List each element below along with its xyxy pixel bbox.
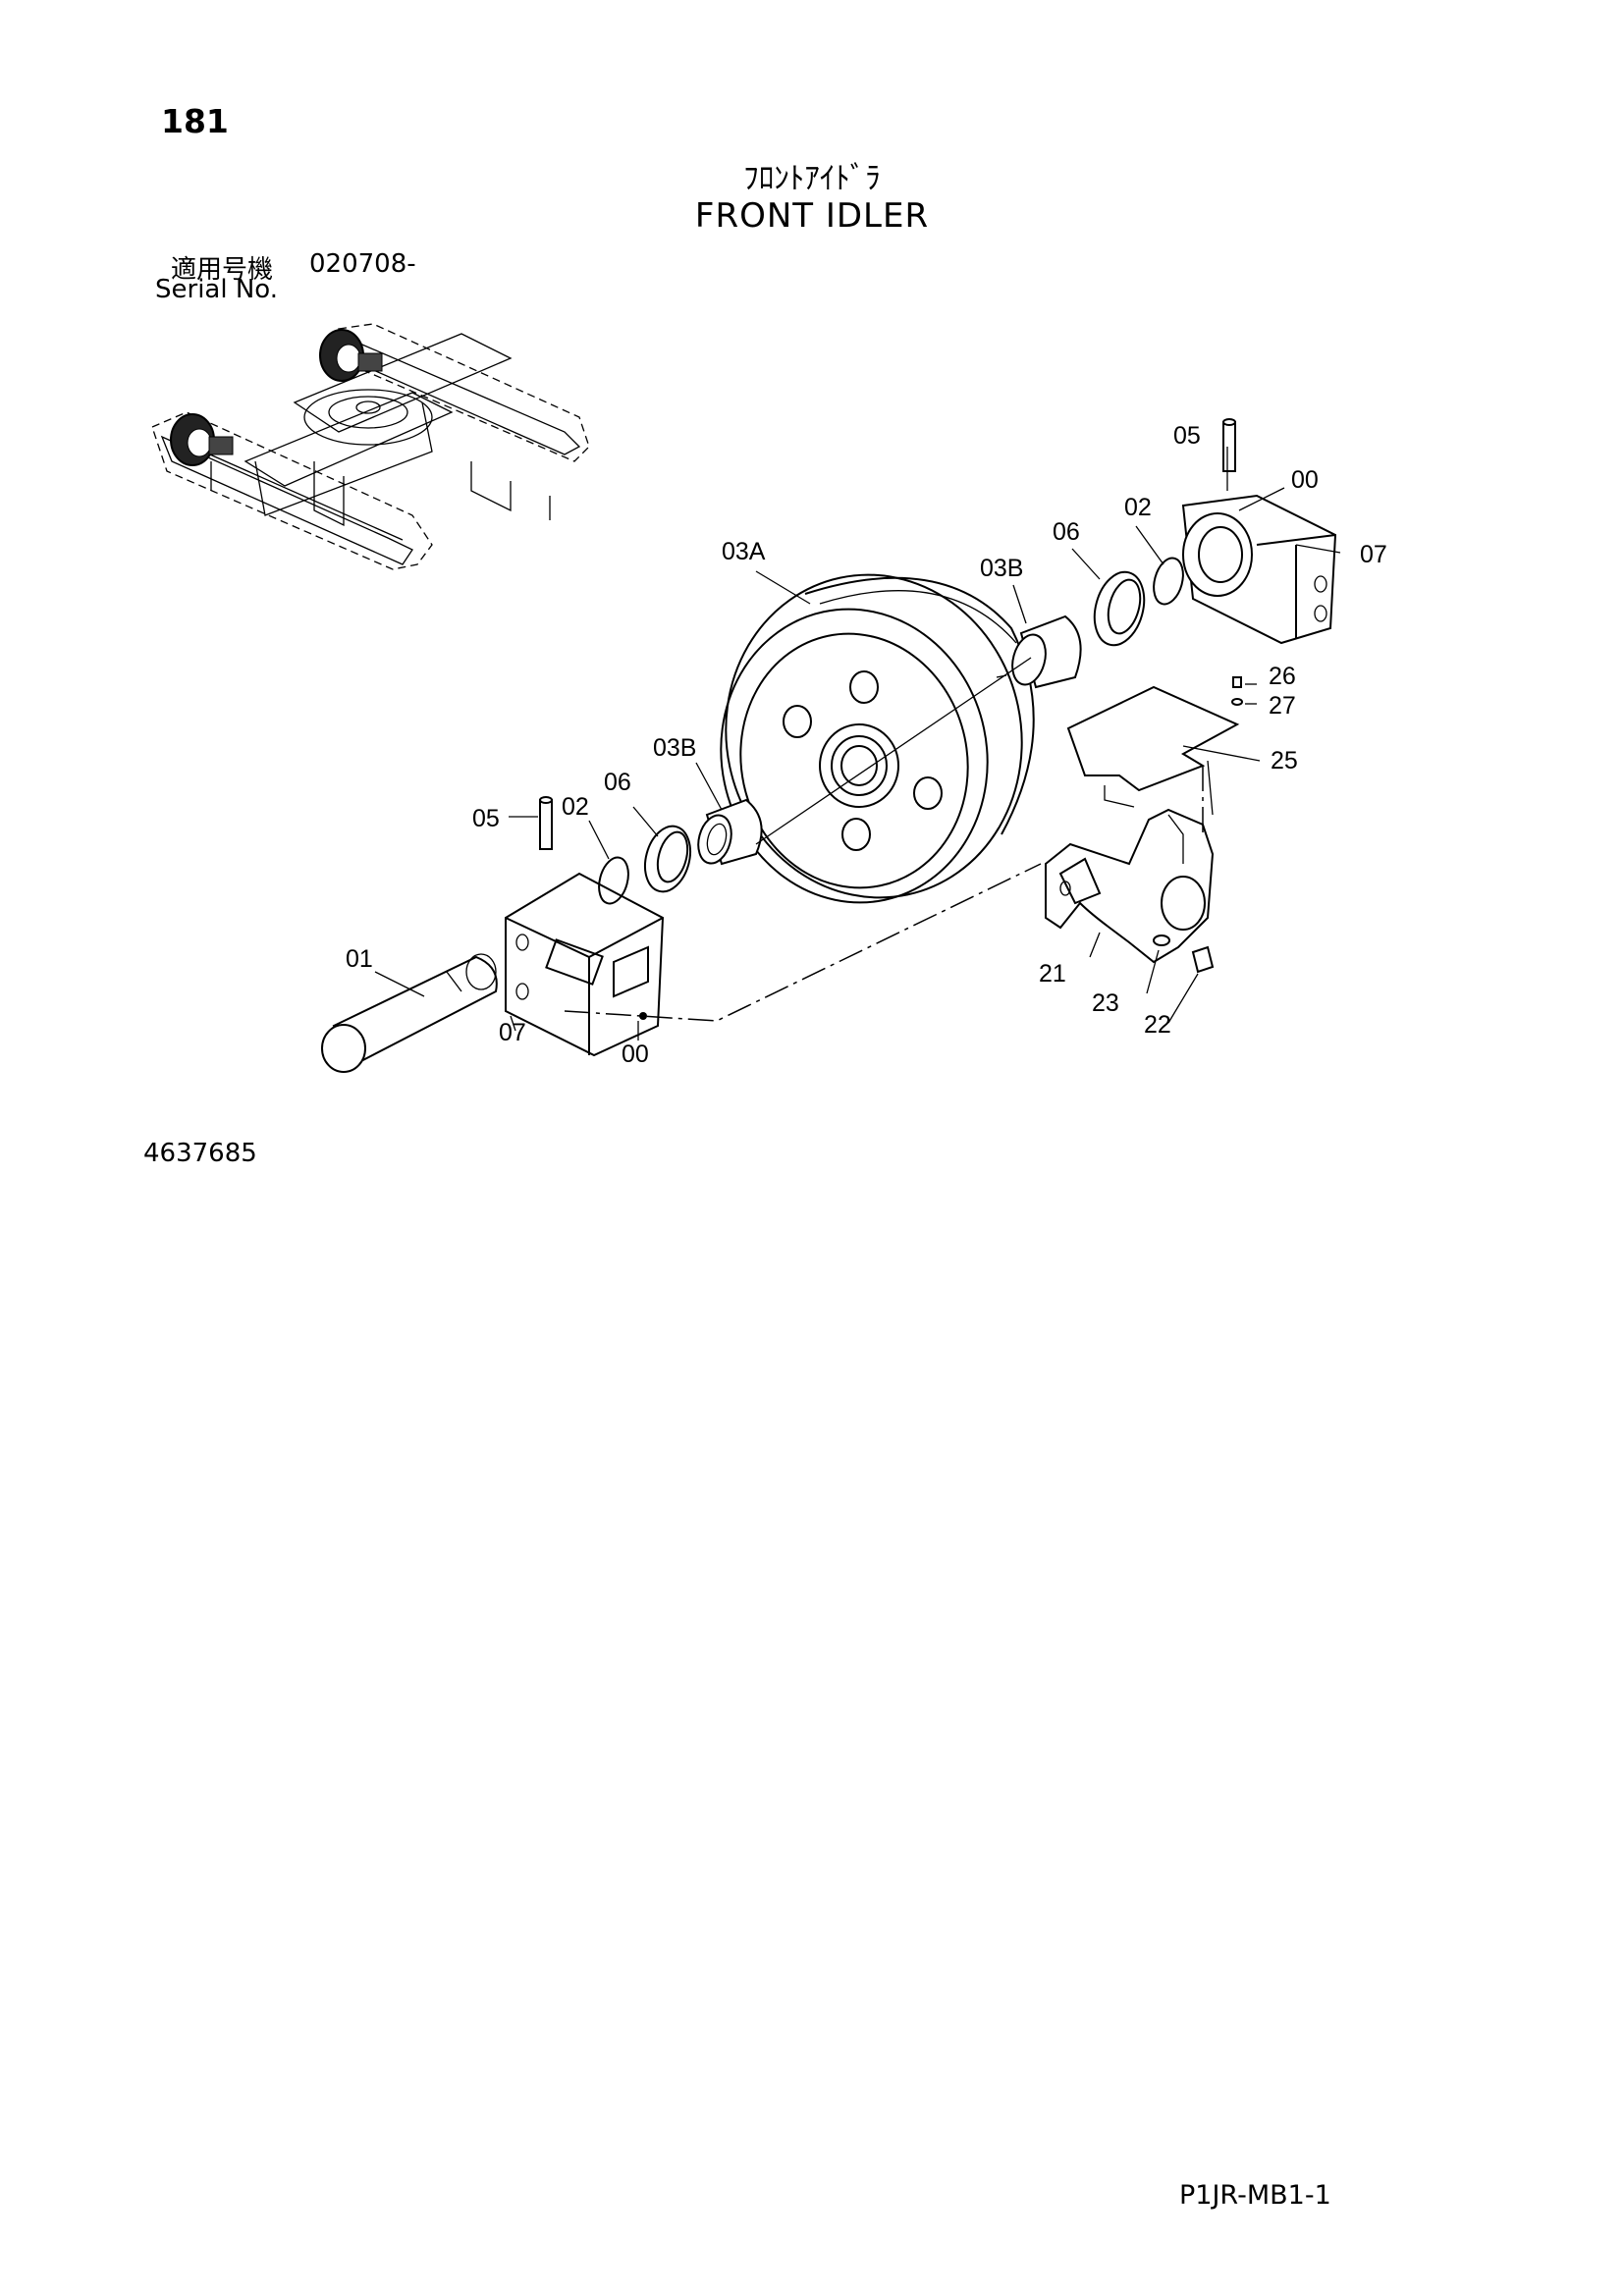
bolt-26 bbox=[1232, 676, 1242, 688]
seal-06-right bbox=[1093, 570, 1146, 647]
leader-lines bbox=[374, 447, 1341, 1041]
washer-27 bbox=[1231, 698, 1243, 706]
callout-25: 25 bbox=[1271, 747, 1298, 774]
callout-05-right: 05 bbox=[1173, 422, 1201, 450]
callout-23: 23 bbox=[1092, 989, 1119, 1017]
bracket-21 bbox=[1045, 808, 1215, 964]
pin-05-left bbox=[539, 796, 553, 850]
callout-22: 22 bbox=[1144, 1011, 1171, 1039]
callout-07-right: 07 bbox=[1360, 541, 1387, 568]
pin-05-right bbox=[1222, 418, 1236, 472]
o-ring-02-right bbox=[1153, 557, 1184, 606]
front-idler-diagram: 05 00 02 06 07 03A 03B 26 27 25 03B 06 0… bbox=[151, 323, 1387, 1073]
bolt-22 bbox=[1191, 945, 1215, 974]
undercarriage-overview-illustration bbox=[151, 323, 590, 570]
callout-00-right: 00 bbox=[1291, 466, 1319, 494]
bushing-03b-left bbox=[697, 798, 763, 866]
shaft-01 bbox=[321, 953, 498, 1073]
callout-21: 21 bbox=[1039, 960, 1066, 988]
bushing-03b-right bbox=[1011, 614, 1082, 689]
callout-01: 01 bbox=[346, 945, 373, 973]
callout-27: 27 bbox=[1269, 692, 1296, 720]
callout-02-right: 02 bbox=[1124, 494, 1152, 521]
seal-06-left bbox=[643, 825, 692, 893]
callout-02-left: 02 bbox=[562, 793, 589, 821]
callout-00-left: 00 bbox=[622, 1041, 649, 1068]
callout-07-left: 07 bbox=[499, 1019, 526, 1046]
page-code: P1JR-MB1-1 bbox=[1179, 2180, 1331, 2211]
callout-03b-right: 03B bbox=[980, 555, 1023, 582]
serial-label-japanese: 適用号機 bbox=[171, 255, 274, 285]
overview-idler-lower-icon bbox=[170, 413, 234, 466]
title-english: FRONT IDLER bbox=[694, 196, 930, 236]
callout-06-right: 06 bbox=[1053, 518, 1080, 546]
callout-05-left: 05 bbox=[472, 805, 500, 832]
idler-wheel-03a bbox=[720, 573, 1035, 904]
callout-03a: 03A bbox=[722, 538, 766, 565]
callout-26: 26 bbox=[1269, 663, 1296, 690]
callout-06-left: 06 bbox=[604, 769, 631, 796]
page-number: 181 bbox=[161, 102, 229, 140]
serial-value: 020708- bbox=[309, 249, 416, 279]
callout-03b-left: 03B bbox=[653, 734, 696, 762]
o-ring-02-left bbox=[598, 856, 629, 905]
housing-00-left bbox=[505, 872, 665, 1057]
housing-00-right bbox=[1181, 494, 1337, 645]
cover-plate-25 bbox=[1066, 685, 1240, 808]
title-japanese: ﾌﾛﾝﾄｱｲﾄﾞﾗ bbox=[743, 161, 881, 196]
serial-label-english: Serial No. bbox=[155, 275, 278, 304]
overview-idler-upper-icon bbox=[319, 329, 383, 382]
document-number: 4637685 bbox=[143, 1139, 257, 1168]
washer-23 bbox=[1153, 934, 1170, 946]
